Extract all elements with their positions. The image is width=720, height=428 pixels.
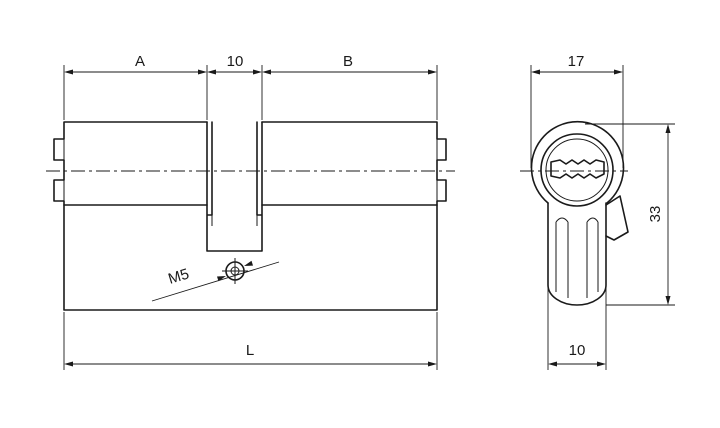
stator-body-outline [63, 204, 438, 311]
dimension-b: B [262, 53, 438, 120]
screw-dimension-label: M5 [166, 266, 191, 288]
dimension-a: A [63, 53, 208, 120]
screw-dimension: M5 [151, 260, 280, 302]
pin-channel-top-1 [555, 217, 569, 223]
pin-channel-top-2 [586, 217, 599, 223]
right-plug-outline [261, 121, 447, 206]
dimension-length: L [63, 312, 438, 370]
cylinder-profile-view [520, 120, 629, 306]
profile-cam-outline [605, 195, 629, 241]
left-plug-outline [53, 121, 208, 206]
dimension-bottom-width-label: 10 [569, 342, 586, 359]
dimension-profile-height-label: 33 [647, 206, 664, 223]
profile-plug-inner-ring [545, 138, 609, 202]
dimension-bottom-width: 10 [547, 287, 607, 370]
dimension-a-label: A [135, 53, 145, 70]
dimension-cam-width-label: 10 [227, 53, 244, 70]
dimension-length-label: L [246, 342, 254, 359]
dimension-profile-height: 33 [585, 123, 675, 306]
profile-plug-ring [540, 133, 614, 207]
profile-head-outline [530, 120, 625, 204]
dimension-cam-width: 10 [207, 53, 263, 120]
dimension-profile-width: 17 [530, 53, 624, 168]
keyway-outline [550, 159, 605, 179]
profile-stem-outline [547, 202, 607, 306]
dimension-profile-width-label: 17 [568, 53, 585, 70]
dimension-b-label: B [343, 53, 353, 70]
cam-slot-outline [206, 121, 263, 252]
cylinder-front-view [46, 121, 455, 311]
